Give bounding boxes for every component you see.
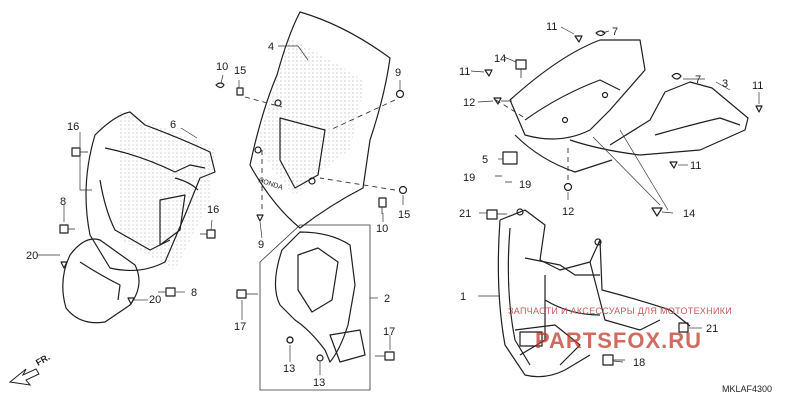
callout-12a: 12 xyxy=(463,97,475,109)
diagram-code: MKLAF4300 xyxy=(722,384,772,394)
callout-21b: 21 xyxy=(706,323,718,335)
callout-8b: 8 xyxy=(191,287,197,299)
watermark-tagline: ЗАПЧАСТИ И АКСЕССУАРЫ ДЛЯ МОТОТЕХНИКИ xyxy=(508,306,732,316)
callout-2: 2 xyxy=(384,293,390,305)
callout-17a: 17 xyxy=(234,321,246,333)
callout-12b: 12 xyxy=(562,206,574,218)
callout-15a: 15 xyxy=(234,65,246,77)
leader-lines xyxy=(37,26,760,375)
callout-16a: 16 xyxy=(67,121,79,133)
callout-labels: 1 2 3 4 5 6 7 7 8 8 9 9 10 10 11 11 11 1… xyxy=(26,21,763,389)
callout-10b: 10 xyxy=(376,223,388,235)
callout-17b: 17 xyxy=(383,326,395,338)
callout-19b: 19 xyxy=(519,179,531,191)
callout-19a: 19 xyxy=(463,172,475,184)
callout-11d: 11 xyxy=(690,160,701,172)
callout-11a: 11 xyxy=(546,21,557,33)
callout-14a: 14 xyxy=(494,53,506,65)
front-cover xyxy=(62,110,216,324)
callout-7b: 7 xyxy=(695,74,701,86)
callout-1: 1 xyxy=(460,291,466,303)
callout-16b: 16 xyxy=(207,204,219,216)
callout-20a: 20 xyxy=(26,250,38,262)
stay-frame xyxy=(497,208,691,378)
callout-18: 18 xyxy=(633,357,645,369)
callout-3: 3 xyxy=(722,78,728,90)
callout-15b: 15 xyxy=(398,209,410,221)
callout-7a: 7 xyxy=(612,26,618,38)
inner-panel xyxy=(259,224,371,391)
callout-8a: 8 xyxy=(60,196,66,208)
callout-5: 5 xyxy=(482,154,488,166)
callout-9b: 9 xyxy=(258,239,264,251)
callout-6: 6 xyxy=(170,119,176,131)
callout-11c: 11 xyxy=(752,80,763,92)
front-direction-arrow: FR. xyxy=(8,352,52,386)
callout-21a: 21 xyxy=(459,208,471,220)
callout-20b: 20 xyxy=(149,294,161,306)
callout-9a: 9 xyxy=(395,67,401,79)
callout-4: 4 xyxy=(268,41,274,53)
watermark-brand: PARTSFOX.RU xyxy=(535,328,702,353)
callout-13b: 13 xyxy=(313,377,325,389)
callout-11b: 11 xyxy=(459,66,470,78)
fasteners xyxy=(59,30,763,366)
svg-text:HONDA: HONDA xyxy=(257,177,284,192)
watermark: ЗАПЧАСТИ И АКСЕССУАРЫ ДЛЯ МОТОТЕХНИКИ PA… xyxy=(508,306,732,353)
callout-13a: 13 xyxy=(283,363,295,375)
callout-14b: 14 xyxy=(683,208,695,220)
direction-label: FR. xyxy=(34,352,52,368)
callout-10a: 10 xyxy=(216,61,228,73)
upper-cover xyxy=(509,39,749,173)
assembly-dashes xyxy=(244,96,569,210)
